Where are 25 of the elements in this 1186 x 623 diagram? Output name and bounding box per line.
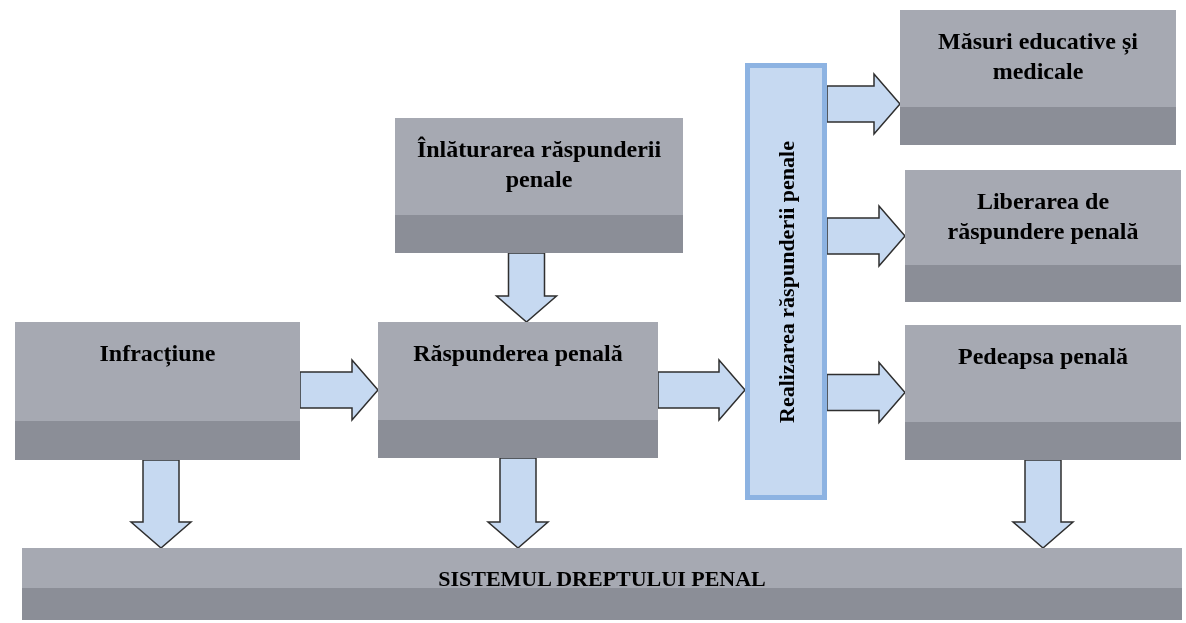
box-label: Liberarea de răspundere penală [946, 187, 1140, 246]
block-arrow [1011, 459, 1075, 549]
vertical-process-bar [745, 63, 827, 500]
block-arrow [826, 72, 901, 136]
process-box [905, 325, 1181, 460]
box-label: Răspunderea penală [413, 339, 623, 368]
box-label: Înlăturarea răspunderii penale [415, 135, 663, 194]
block-arrow [826, 204, 906, 268]
block-arrow [299, 358, 379, 422]
block-arrow [826, 360, 906, 425]
block-arrow [494, 252, 559, 323]
block-arrow [129, 459, 193, 549]
process-box [905, 170, 1181, 302]
box-label: SISTEMUL DREPTULUI PENAL [438, 564, 766, 593]
process-box [900, 10, 1176, 145]
process-box [15, 322, 300, 460]
box-label: Realizarea răspunderii penale [773, 140, 799, 423]
box-label: Infracțiune [99, 339, 216, 368]
process-box [395, 118, 683, 253]
block-arrow [486, 457, 550, 549]
system-band [22, 548, 1182, 620]
block-arrow [657, 358, 746, 422]
box-label: Pedeapsa penală [958, 342, 1128, 371]
process-box [378, 322, 658, 458]
box-label: Măsuri educative și medicale [937, 27, 1139, 86]
